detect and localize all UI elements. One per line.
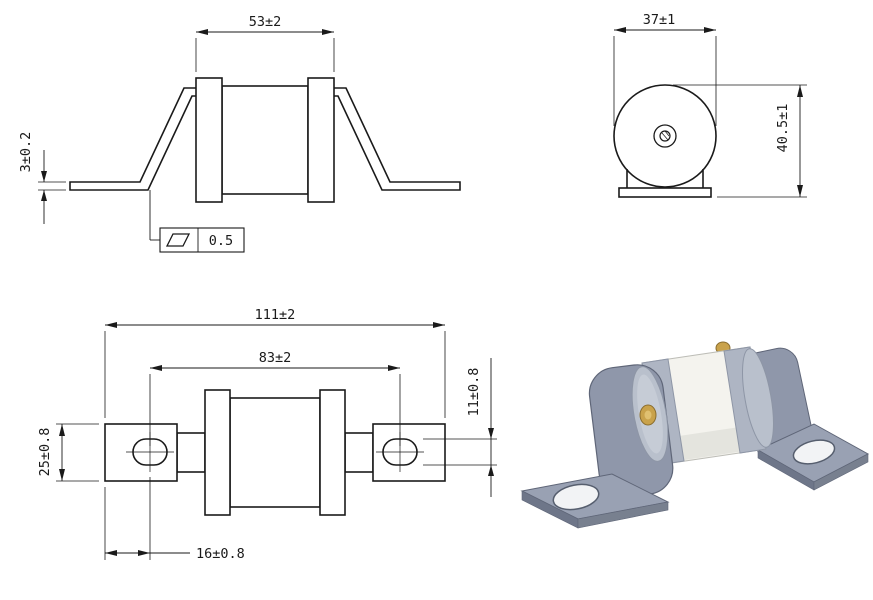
dim-diameter: 37±1 bbox=[613, 12, 717, 126]
render-left-foot-hole bbox=[552, 483, 600, 511]
left-strap-neck-plan bbox=[176, 432, 206, 473]
front-view: 53±2 3±0.2 0.5 bbox=[18, 14, 461, 253]
render-left-foot-edge-front bbox=[577, 501, 669, 529]
terminal-boss-circle bbox=[653, 124, 677, 148]
dim-foot-thickness-label: 3±0.2 bbox=[18, 132, 34, 173]
flatness-value-label: 0.5 bbox=[209, 233, 233, 249]
dim-overall-length: 111±2 bbox=[104, 307, 446, 418]
dim-foot-thickness: 3±0.2 bbox=[18, 132, 66, 224]
dim-bracket-width: 25±0.8 bbox=[37, 423, 99, 482]
dim-hole-spacing: 83±2 bbox=[149, 350, 401, 446]
end-view: 37±1 40.5±1 bbox=[613, 12, 807, 198]
dim-edge-to-hole: 16±0.8 bbox=[104, 477, 245, 562]
flatness-callout: 0.5 bbox=[149, 190, 245, 253]
render-right-foot-hole bbox=[792, 439, 836, 465]
dim-body-width: 53±2 bbox=[195, 14, 335, 72]
render-right-foot-edge-front bbox=[813, 453, 869, 491]
flatness-symbol-icon bbox=[165, 233, 191, 247]
plan-view: 111±2 83±2 25±0.8 11±0.8 bbox=[37, 307, 497, 562]
dim-hole-spacing-label: 83±2 bbox=[259, 350, 292, 366]
dim-bracket-width-label: 25±0.8 bbox=[37, 428, 53, 477]
dim-diameter-label: 37±1 bbox=[643, 12, 676, 28]
fuse-tube-plan bbox=[229, 397, 321, 508]
fuse-left-cap-front bbox=[195, 77, 223, 203]
right-strap-neck-plan bbox=[344, 432, 374, 473]
render-3d bbox=[520, 341, 870, 529]
dim-overall-length-label: 111±2 bbox=[255, 307, 296, 323]
dim-height: 40.5±1 bbox=[673, 84, 807, 198]
dim-height-label: 40.5±1 bbox=[775, 104, 791, 153]
dim-body-width-label: 53±2 bbox=[249, 14, 282, 30]
render-left-terminal-center bbox=[644, 410, 652, 420]
render-right-cap-face bbox=[742, 348, 774, 448]
bracket-base-end bbox=[618, 187, 712, 198]
fuse-right-cap-front bbox=[307, 77, 335, 203]
dim-edge-to-hole-label: 16±0.8 bbox=[196, 546, 245, 562]
dim-slot-width: 11±0.8 bbox=[423, 358, 497, 497]
dim-slot-width-label: 11±0.8 bbox=[466, 368, 482, 417]
fuse-tube-front bbox=[221, 85, 309, 195]
fuse-left-cap-plan bbox=[204, 389, 231, 516]
fuse-right-cap-plan bbox=[319, 389, 346, 516]
